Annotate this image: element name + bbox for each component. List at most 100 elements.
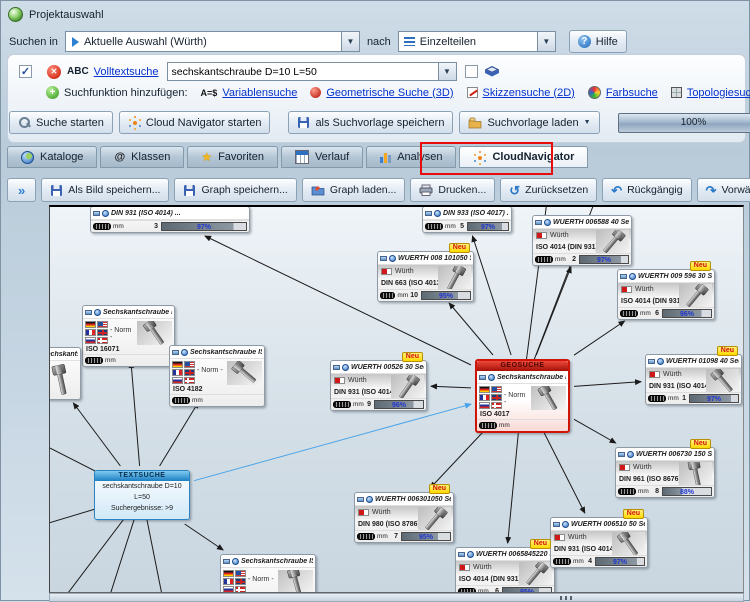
chevron-down-icon[interactable]: ▼ [437, 63, 456, 80]
query-combobox[interactable]: ▼ [166, 62, 457, 81]
tab-klassen[interactable]: @ Klassen [100, 146, 185, 168]
als-bild-speichern-button[interactable]: Als Bild speichern... [41, 178, 170, 202]
suchen-in-label: Suchen in [9, 35, 58, 48]
window-icon [620, 273, 627, 279]
node-norm: DIN 931 (ISO 4014) ... [554, 546, 624, 553]
scope-combobox[interactable]: Aktuelle Auswahl (Würth) ▼ [64, 31, 360, 52]
suchvorlage-speichern-button[interactable]: als Suchvorlage speichern [288, 111, 454, 134]
chevron-down-icon[interactable]: ▼ [340, 32, 359, 51]
text-line: Suchergebnisse: >9 [110, 505, 174, 512]
fulltext-checkbox[interactable]: ✓ [19, 65, 32, 78]
secondary-checkbox[interactable] [464, 65, 478, 78]
farbsuche-link[interactable]: Farbsuche [605, 86, 658, 99]
unit-label: mm [377, 533, 388, 540]
bolt-frame [679, 462, 712, 485]
node-norm: ISO 4014 (DIN 931) ... [536, 244, 606, 251]
double-chevron-icon: » [18, 182, 26, 198]
graph-node-e[interactable]: Sechskantschraube IS...- Norm -ISO 16071… [82, 305, 175, 367]
progress-value: 100% [680, 117, 707, 128]
tab-kataloge[interactable]: Kataloge [7, 146, 98, 168]
button-label: Graph laden... [329, 184, 397, 196]
graph-node-f[interactable]: Sechskantschraube IS...- Norm -ISO 4182m… [169, 345, 265, 407]
rueckgaengig-button[interactable]: ↶ Rückgängig [602, 178, 692, 202]
graph-node-q[interactable]: Sechskantschraube IS...- Norm -ISO 8676m… [220, 554, 316, 592]
search-query-input[interactable] [167, 65, 438, 78]
graph-laden-button[interactable]: Graph laden... [301, 178, 406, 202]
node-title-row: Sechskantschraube IS... [83, 306, 174, 319]
vorwaerts-button[interactable]: ↷ Vorwärts [696, 178, 750, 202]
match-percent-bar: 97% [595, 557, 645, 566]
unit-label: mm [499, 422, 510, 429]
bolt-image [537, 386, 557, 410]
nach-label: nach [366, 35, 391, 48]
tab-analysen[interactable]: Analysen [366, 146, 457, 168]
geometrische-suche-link[interactable]: Geometrische Suche (3D) [326, 86, 454, 99]
scrollbar-grip[interactable] [560, 596, 574, 600]
neu-badge: Neu [716, 346, 738, 356]
flag-icon [85, 321, 96, 328]
suche-starten-button[interactable]: Suche starten [9, 111, 113, 134]
bolt-image [709, 369, 733, 392]
tab-cloudnavigator[interactable]: CloudNavigator [459, 146, 589, 168]
variablensuche-link[interactable]: Variablensuche [222, 86, 298, 99]
volltextsuche-link[interactable]: Volltextsuche [93, 65, 159, 78]
dimension-badge [479, 422, 497, 429]
unit-label: mm [555, 256, 566, 263]
target-combobox[interactable]: Einzelteilen ▼ [397, 31, 556, 52]
node-footer: mm [83, 354, 174, 366]
iso-number: ISO 16071 [86, 346, 120, 353]
help-label: Hilfe [595, 35, 618, 48]
at-icon: @ [114, 151, 126, 163]
suchvorlage-laden-button[interactable]: Suchvorlage laden ▼ [459, 111, 600, 134]
tab-label: CloudNavigator [492, 151, 575, 163]
tab-verlauf[interactable]: Verlauf [280, 146, 364, 168]
topologiesuche-link[interactable]: Topologiesuche [686, 86, 750, 99]
tab-bar: Kataloge @ Klassen ★ Favoriten Verlauf A… [7, 146, 589, 168]
button-label: Vorwärts [721, 184, 750, 196]
node-title: WUERTH 00526 30 Sec... [351, 363, 424, 371]
cloud-navigator-starten-button[interactable]: Cloud Navigator starten [118, 111, 271, 134]
tab-favoriten[interactable]: ★ Favoriten [187, 146, 278, 168]
flag-icon [172, 369, 183, 376]
node-title-row: Sechskantschraube IS... [50, 348, 80, 361]
chevron-down-icon[interactable]: ▼ [536, 32, 555, 51]
zuruecksetzen-button[interactable]: ↺ Zurücksetzen [500, 178, 598, 202]
flag-icon [97, 329, 108, 336]
node-title: Sechskantschraube IS... [190, 348, 262, 356]
add-icon: + [46, 86, 59, 99]
graph-node-g[interactable]: Sechskantschraube IS... [50, 347, 81, 400]
match-percent-bar: 97% [467, 222, 509, 231]
flag-icon [223, 570, 234, 577]
scope-row: Suchen in Aktuelle Auswahl (Würth) ▼ nac… [9, 30, 627, 53]
graph-speichern-button[interactable]: Graph speichern... [174, 178, 297, 202]
remove-icon[interactable]: ✕ [47, 64, 61, 79]
help-button[interactable]: ? Hilfe [568, 30, 627, 53]
globe-icon [389, 254, 396, 262]
expand-button[interactable]: » [7, 178, 37, 202]
neu-badge: Neu [689, 261, 711, 271]
tab-label: Verlauf [314, 151, 350, 163]
skizzensuche-link[interactable]: Skizzensuche (2D) [482, 86, 575, 99]
vendor-name: Würth [568, 534, 587, 541]
vendor-flag-icon [381, 268, 392, 275]
save-image-icon [51, 184, 63, 196]
drucken-button[interactable]: Drucken... [410, 178, 496, 202]
book-icon[interactable] [484, 65, 500, 78]
bolt-frame [519, 562, 552, 585]
result-count: 6 [655, 310, 659, 317]
